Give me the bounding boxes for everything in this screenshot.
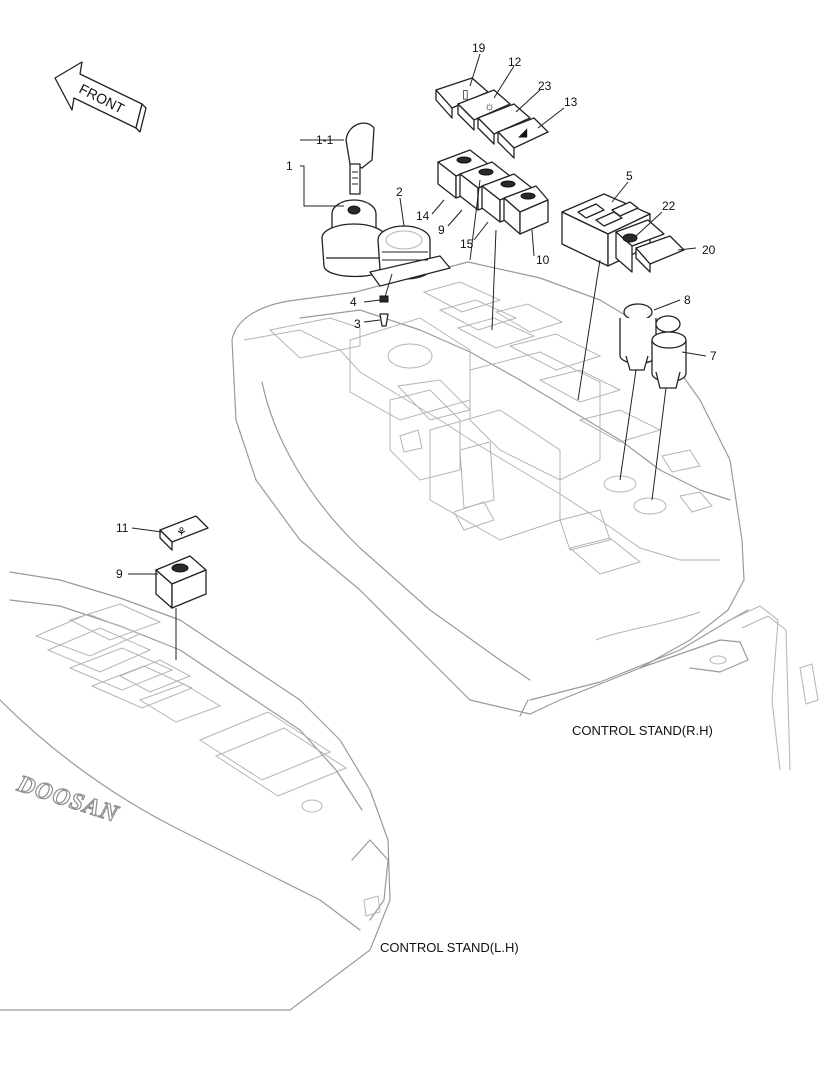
callout-9-right: 9: [438, 223, 445, 237]
callout-20: 20: [702, 243, 716, 257]
control-stand-left: DOOSAN: [0, 571, 391, 1011]
rocker-switches-22-20: [615, 219, 685, 273]
rocker-switch-covers: ▯ ☼ ◢: [435, 77, 549, 159]
callout-1: 1: [286, 159, 293, 173]
callout-9-left: 9: [116, 567, 123, 581]
svg-text:⚘: ⚘: [176, 525, 187, 539]
front-arrow-icon: FRONT: [54, 61, 147, 133]
callout-15: 15: [460, 237, 474, 251]
svg-text:▯: ▯: [462, 87, 469, 101]
brand-logo: DOOSAN: [13, 771, 122, 829]
control-stand-right: [231, 261, 819, 771]
callout-7: 7: [710, 349, 717, 363]
screw-parts: [379, 295, 389, 327]
callout-11: 11: [116, 521, 129, 535]
callout-22: 22: [662, 199, 676, 213]
rocker-switch-bodies: [437, 149, 549, 235]
callout-4: 4: [350, 295, 357, 309]
round-indicator: [369, 225, 451, 287]
callout-10: 10: [536, 253, 550, 267]
callout-labels: 1 1-1 2 4 3 19 12 23 13 14 9 15 10 5 22 …: [116, 41, 717, 581]
callout-1-1: 1-1: [316, 133, 334, 147]
callout-8: 8: [684, 293, 691, 307]
svg-text:◢: ◢: [518, 125, 528, 139]
callout-3: 3: [354, 317, 361, 331]
leader-lines: [128, 53, 707, 660]
caption-right-stand: CONTROL STAND(R.H): [572, 723, 713, 738]
callout-12: 12: [508, 55, 522, 69]
power-sockets: [619, 303, 687, 389]
svg-text:☼: ☼: [484, 99, 495, 113]
left-rocker-switch: ⚘: [155, 515, 209, 609]
callout-5: 5: [626, 169, 633, 183]
caption-left-stand: CONTROL STAND(L.H): [380, 940, 519, 955]
callout-14: 14: [416, 209, 430, 223]
callout-2: 2: [396, 185, 403, 199]
callout-23: 23: [538, 79, 552, 93]
callout-19: 19: [472, 41, 486, 55]
callout-13: 13: [564, 95, 578, 109]
